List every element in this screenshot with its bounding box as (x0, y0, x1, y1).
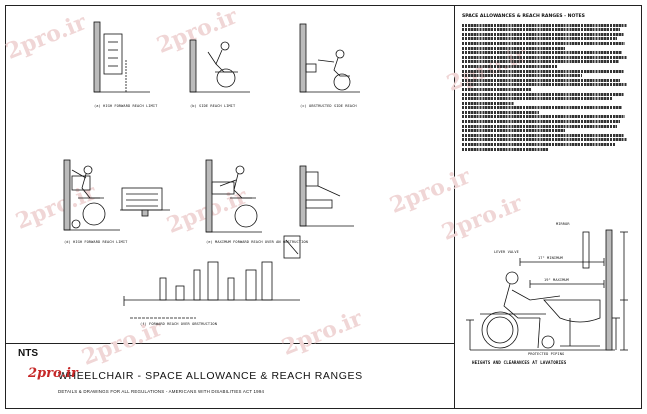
figure-c-drawing (299, 23, 360, 93)
notes-title: SPACE ALLOWANCES & REACH RANGES - NOTES (462, 14, 585, 19)
notes-body (462, 22, 634, 152)
figure-b-caption: (b) SIDE REACH LIMIT (190, 104, 236, 108)
elevation-strip (123, 235, 301, 319)
figure-d-drawing (63, 159, 120, 231)
site-logo: 2pro.ir (28, 366, 78, 381)
min-clearance-label: 17" MINIMUM (538, 256, 563, 260)
figure-f-drawing (205, 159, 354, 233)
figure-a-caption: (a) HIGH FORWARD REACH LIMIT (94, 104, 158, 108)
mirror-label: MIRROR (556, 222, 570, 226)
sheet-title: WHEELCHAIR - SPACE ALLOWANCE & REACH RAN… (58, 370, 363, 382)
lavatory-heading: HEIGHTS AND CLEARANCES AT LAVATORIES (472, 360, 567, 365)
figure-e-drawing (120, 187, 170, 217)
sheet-subtitle: DETAILS & DRAWINGS FOR ALL REGULATIONS -… (58, 389, 265, 394)
figure-b-drawing (189, 39, 250, 93)
notes-panel-divider (454, 5, 455, 409)
figure-f-caption: (f) FORWARD REACH OVER OBSTRUCTION (140, 322, 217, 326)
figure-c-caption: (c) OBSTRUCTED SIDE REACH (300, 104, 357, 108)
title-block-divider (5, 343, 454, 344)
figure-d-caption: (d) HIGH FORWARD REACH LIMIT (64, 240, 128, 244)
lavatory-section (466, 229, 628, 351)
max-reach-label: 19" MAXIMUM (544, 278, 569, 282)
figure-a-drawing (93, 21, 150, 93)
scale-note: NTS (18, 348, 38, 359)
figure-e-caption: (e) MAXIMUM FORWARD REACH OVER AN OBSTRU… (206, 240, 308, 244)
protected-piping-label: PROTECTED PIPING (528, 352, 565, 356)
lever-valve-label: LEVER VALVE (494, 250, 519, 254)
